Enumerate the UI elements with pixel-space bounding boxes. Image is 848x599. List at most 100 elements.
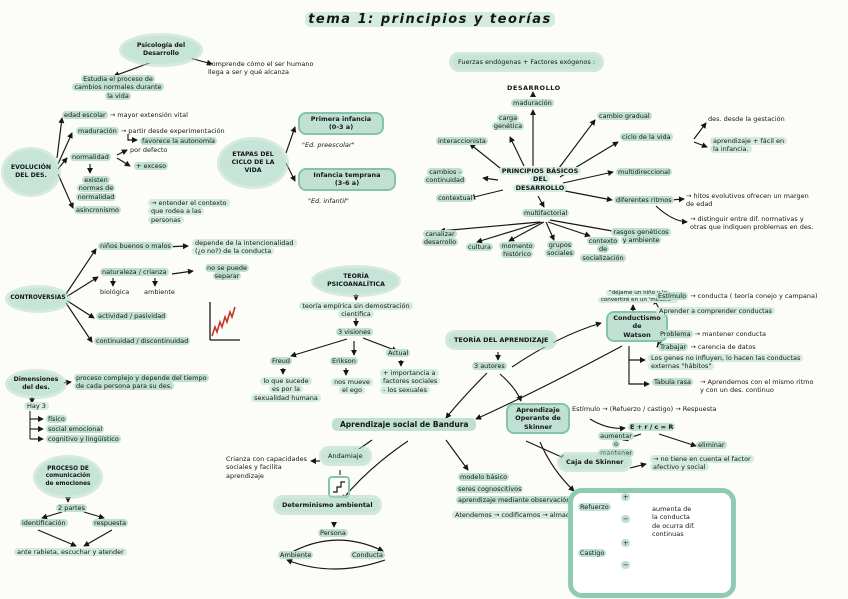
primera-infancia-sub: "Ed. preescolar" xyxy=(302,141,355,149)
ciclo-note-aprendizaje: aprendizaje + fácil en la infancia. xyxy=(710,137,804,154)
watson-tabula-rasa: Tabula rasa xyxy=(652,378,694,386)
psicologia-label: Psicología del Desarrollo xyxy=(136,42,186,57)
node-proceso-comunicacion: PROCESO DE comunicación de emociones xyxy=(36,458,100,496)
ninos-note: depende de la intencionalidad (¿o no?) d… xyxy=(192,239,330,256)
bandura-modelo-basico: modelo básico xyxy=(458,473,510,481)
andamiaje-crianza-note: Crianza con capacidades sociales y facil… xyxy=(226,455,307,480)
watson-estimulo: Estímulo → conducta ( teoría conejo y ca… xyxy=(656,292,818,300)
normalidad-por-defecto: por defecto xyxy=(130,146,168,154)
note-comprende: comprende cómo el ser humano llega a ser… xyxy=(208,60,314,77)
maduracion-note: → partir desde experimentación xyxy=(120,127,225,135)
principio-multifactorial: multifactorial xyxy=(522,209,570,217)
skinner-estimulo: Estímulo → (Refuerzo / castigo) → Respue… xyxy=(572,405,717,413)
label-ambiente: ambiente xyxy=(144,288,175,296)
node-dimensiones: Dimensiones del des. xyxy=(8,372,64,396)
skinner-caja: Caja de Skinner xyxy=(560,455,630,469)
bandura-secuencia: Atendemos → codificamos → almacenamos xyxy=(452,511,599,519)
stairs-icon xyxy=(328,476,350,498)
vision-freud: Freud xyxy=(270,357,293,365)
psicoanalitica-sub: teoría empírica sin demostración científ… xyxy=(296,302,416,319)
castigo-minus: − xyxy=(621,561,631,569)
ciclo-conducta: Conducta xyxy=(350,551,385,559)
factor-canalizar-desarrollo: canalizar desarrollo xyxy=(421,230,459,247)
proceso-nota: ante rabieta, escuchar y atender xyxy=(14,548,127,556)
asincronismo-note: → entender el contexto que rodea a las p… xyxy=(148,199,260,224)
erikson-note: nos mueve el ego xyxy=(324,378,380,395)
principio-ciclo-vida: ciclo de la vida xyxy=(620,133,673,141)
zigzag-chart-icon xyxy=(209,302,240,341)
tabula-note: → Aprendemos con el mismo ritmo y con un… xyxy=(700,378,814,395)
vision-actual: Actual xyxy=(386,349,411,357)
watson-genes: Los genes no influyen, lo hacen las cond… xyxy=(648,354,826,371)
principio-diferentes-ritmos: diferentes ritmos xyxy=(614,196,674,204)
node-evolucion-del-des: EVOLUCIÓN DEL DES. xyxy=(4,150,58,194)
edad-escolar-note: → mayor extensión vital xyxy=(109,111,188,119)
branch-asincronismo: asincronismo xyxy=(74,206,121,214)
refuerzo-minus: − xyxy=(621,515,631,523)
aprendizaje-3-autores: 3 autores xyxy=(472,362,507,370)
factor-contexto-socializacion: contexto de socialización xyxy=(580,237,626,262)
bandura-determinismo: Determinismo ambiental xyxy=(276,498,379,512)
edad-escolar-label: edad escolar xyxy=(62,111,108,119)
watson-trabajar: Trabajar → carencia de datos xyxy=(658,343,756,351)
principio-cambio-gradual: cambio gradual xyxy=(597,112,652,120)
infancia-temprana-sub: "Ed. infantil" xyxy=(308,197,349,205)
ciclo-ambiente: Ambiente xyxy=(278,551,314,559)
principio-carga-genetica: carga genética xyxy=(491,114,525,131)
maduracion-label: maduración xyxy=(76,127,119,135)
watson-aprender: Aprender a comprender conductas xyxy=(656,307,776,315)
node-skinner: Aprendizaje Operante de Skinner xyxy=(506,403,570,435)
ciclo-persona: Persona xyxy=(318,529,348,537)
castigo-plus: + xyxy=(621,539,631,547)
branch-edad-escolar: edad escolar → mayor extensión vital xyxy=(62,111,188,119)
proceso-2-partes: 2 partes xyxy=(56,504,87,512)
maduracion-note2: favorece la autonomía xyxy=(140,137,217,145)
stage-primera-infancia: Primera infancia (0-3 a) xyxy=(298,112,384,135)
skinner-formula: E + r / c = R xyxy=(628,423,676,431)
note-fuerzas-endogenas: Fuerzas endógenas + Factores exógenos : xyxy=(452,55,602,69)
label-desarrollo: DESARROLLO xyxy=(507,84,561,92)
etapas-label: ETAPAS DEL CICLO DE LA VIDA xyxy=(231,151,275,174)
branch-normalidad: normalidad xyxy=(70,153,111,161)
node-teoria-psicoanalitica: TEORÍA PSICOANALÍTICA xyxy=(314,268,398,294)
hub-principios-basicos: PRINCIPIOS BÁSICOS DEL DESARROLLO xyxy=(496,167,584,192)
dimension-fisico: físico xyxy=(46,415,67,423)
parte-respuesta: respuesta xyxy=(92,519,129,527)
ritmos-note-distinguir: → distinguir entre dif. normativas y otr… xyxy=(690,215,814,232)
factor-rasgos-geneticos: rasgos genéticos y ambiente xyxy=(611,228,671,245)
dimensiones-hay3: Hay 3 xyxy=(24,402,49,410)
bandura-seres-cognoscitivos: seres cognoscitivos xyxy=(456,485,524,493)
page-title: tema 1: principios y teorías xyxy=(288,12,572,29)
refuerzo-nota: aumenta de la conducta de ocurra dif. co… xyxy=(652,505,695,539)
vision-erikson: Erikson xyxy=(330,357,358,365)
normalidad-exceso: + exceso xyxy=(134,162,169,170)
naturaleza-note-separar: no se puede separar xyxy=(205,264,249,281)
principio-maduracion: maduración xyxy=(511,99,554,107)
branch-maduracion: maduración → partir desde experimentació… xyxy=(76,127,225,135)
bandura-andamiaje: Andamiaje xyxy=(322,449,369,463)
parte-identificacion: identificación xyxy=(20,519,68,527)
refuerzo-plus: + xyxy=(621,493,631,501)
dimensiones-note: proceso complejo y depende del tiempo de… xyxy=(74,374,209,391)
note-estudia: Estudia el proceso de cambios normales d… xyxy=(72,75,164,100)
node-psicologia-del-desarrollo: Psicología del Desarrollo xyxy=(122,36,200,64)
ritmos-note-hitos: → hitos evolutivos ofrecen un margen de … xyxy=(686,192,809,209)
dimension-cognitivo: cognitivo y lingüístico xyxy=(46,435,121,443)
node-controversias: CONTROVERSIAS xyxy=(8,288,68,310)
controversia-naturaleza-crianza: naturaleza / crianza xyxy=(100,268,169,276)
evolucion-label: EVOLUCIÓN DEL DES. xyxy=(10,164,52,179)
node-conductismo-watson: Conductismo de Watson xyxy=(606,311,668,343)
freud-note: lo que sucede es por la sexualidad human… xyxy=(246,377,326,402)
principio-interaccionista: interaccionista xyxy=(436,137,488,145)
node-bandura: Aprendizaje social de Bandura xyxy=(332,418,477,431)
page-title-text: tema 1: principios y teorías xyxy=(305,12,555,27)
controversia-actividad: actividad / pasividad xyxy=(96,312,168,320)
skinner-eliminar: eliminar xyxy=(696,441,727,449)
factor-momento-historico: momento histórico xyxy=(499,242,535,259)
psicoanalitica-3-visiones: 3 visiones xyxy=(336,328,373,336)
bandura-observacion: aprendizaje mediante observación xyxy=(456,496,573,504)
factor-grupos-sociales: grupos sociales xyxy=(545,241,575,258)
factor-cultura: cultura xyxy=(466,243,493,251)
actual-note: + importancia a factores sociales - los … xyxy=(380,369,458,394)
caja-note: → no tiene en cuenta el factor afectivo … xyxy=(650,455,790,472)
